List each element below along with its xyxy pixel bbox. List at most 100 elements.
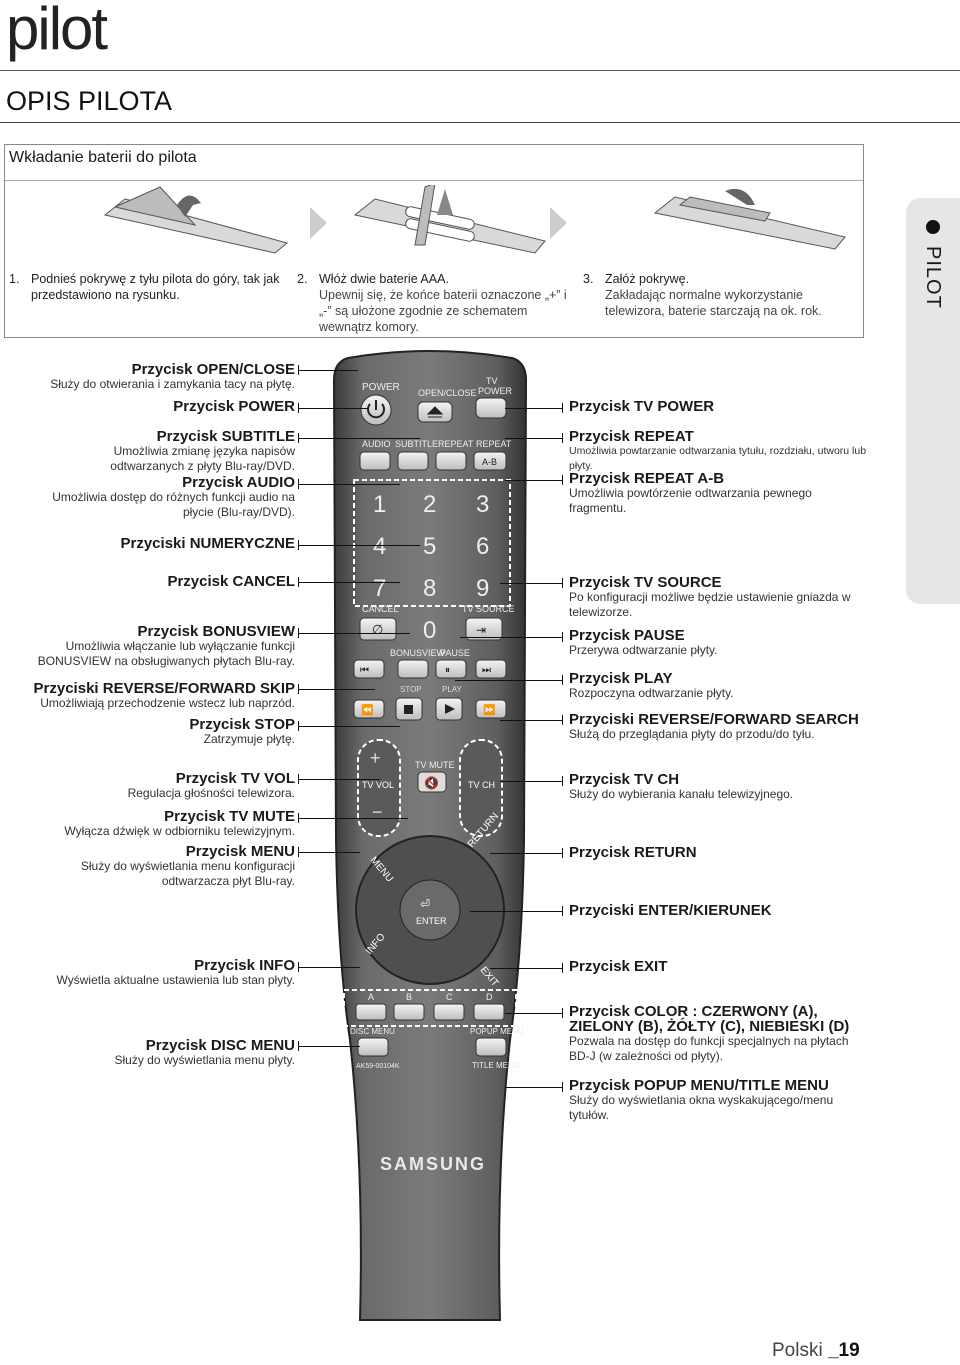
leader-line [298,438,420,439]
remote-insert-batteries-image [353,185,546,254]
color-d-button[interactable] [473,1003,505,1021]
leader-tick [562,433,563,443]
disc-menu-label: DISC MENU [350,1027,395,1036]
tv-mute-button[interactable] [417,771,447,793]
repeat-ab-button[interactable] [473,451,507,471]
leader-line [470,911,562,912]
tv-power-button[interactable] [475,397,507,419]
label-desc: Służy do wybierania kanału telewizyjnego… [569,787,794,801]
leader-line [500,583,562,584]
leader-line [298,484,400,485]
leader-line [298,689,375,690]
label-color: Przycisk COLOR : CZERWONY (A), ZIELONY (… [569,1004,869,1064]
brand-logo: SAMSUNG [380,1154,486,1174]
bonusview-button[interactable] [397,659,429,679]
digit-3[interactable]: 3 [476,491,489,518]
leader-tick [562,776,563,786]
step-text: Włóż dwie baterie AAA. [319,272,449,286]
tv-vol-rocker[interactable] [357,739,401,837]
input-source-icon: ⇥ [476,623,486,637]
audio-button[interactable] [359,451,391,471]
stop-label: STOP [400,685,422,694]
leader-tick [298,628,299,638]
label-title: Przyciski NUMERYCZNE [120,535,296,552]
label-title: Przycisk BONUSVIEW [137,623,295,640]
cancel-button[interactable] [359,617,397,641]
step-number: 3. [583,272,594,286]
color-c-button[interactable] [433,1003,465,1021]
leader-tick [562,715,563,725]
leader-line [298,967,360,968]
leader-line [505,438,562,439]
digit-6[interactable]: 6 [476,533,489,560]
popup-menu-button[interactable] [475,1037,507,1057]
bullet-icon [926,220,940,234]
repeat-ab-text: A-B [482,457,497,467]
step-text: Załóż pokrywę. [605,272,690,286]
leader-tick [562,1082,563,1092]
color-a-label: A [368,992,374,1002]
leader-line [298,779,380,780]
cancel-label: CANCEL [362,604,399,614]
digit-2[interactable]: 2 [423,491,436,518]
label-desc: Przerywa odtwarzanie płyty. [569,643,718,657]
label-desc: Służy do wyświetlania menu płyty. [114,1053,295,1067]
label-desc: Umożliwia powtórzenie odtwarzania pewneg… [569,486,812,515]
digit-7[interactable]: 7 [373,575,386,602]
digit-5[interactable]: 5 [423,533,436,560]
digit-8[interactable]: 8 [423,575,436,602]
tv-power-label-top: TV [486,376,498,386]
leader-tick [298,403,299,413]
digit-4[interactable]: 4 [373,533,386,560]
skip-forward-button[interactable] [475,659,507,679]
repeat-label: REPEAT [438,439,474,449]
pause-button[interactable] [435,659,467,679]
skip-back-button[interactable] [353,659,385,679]
step-body: Włóż dwie baterie AAA. Upewnij się, że k… [319,271,577,335]
color-c-label: C [446,992,453,1002]
color-b-button[interactable] [393,1003,425,1021]
leader-line [298,818,408,819]
color-a-button[interactable] [355,1003,387,1021]
label-title: Przycisk PLAY [569,670,673,687]
enter-icon: ⏎ [420,897,430,911]
label-title: Przycisk COLOR : CZERWONY (A), ZIELONY (… [569,1003,850,1035]
step-number: 1. [9,272,20,286]
digit-1[interactable]: 1 [373,491,386,518]
fast-forward-button[interactable] [475,699,507,719]
play-label: PLAY [442,685,463,694]
digit-0[interactable]: 0 [423,617,436,644]
leader-line [298,726,400,727]
battery-heading: Wkładanie baterii do pilota [5,145,863,181]
tv-source-button[interactable] [465,617,503,641]
leader-line [505,480,562,481]
step-body: Załóż pokrywę. Zakładając normalne wykor… [605,271,855,319]
disc-menu-button[interactable] [357,1037,389,1057]
tv-source-label: TV SOURCE [462,604,515,614]
repeat-button[interactable] [435,451,467,471]
stop-icon [404,705,413,714]
tv-ch-rocker[interactable] [459,739,503,837]
page-number: _19 [827,1340,860,1361]
leader-line [490,853,562,854]
step-subtext: Zakładając normalne wykorzystanie telewi… [605,288,822,318]
rewind-button[interactable] [353,699,385,719]
tv-vol-label: TV VOL [362,780,394,790]
minus-icon: − [372,802,383,822]
subtitle-button[interactable] [397,451,429,471]
enter-button[interactable] [399,879,461,941]
digit-9[interactable]: 9 [476,575,489,602]
title-rule [0,122,960,123]
play-icon [445,704,455,714]
leader-tick [562,906,563,916]
leader-tick [298,540,299,550]
numeric-highlight [353,479,511,607]
leader-line [500,720,562,721]
label-desc: Służą do przeglądania płyty do przodu/do… [569,727,815,741]
leader-tick [562,1008,563,1018]
label-desc: Służy do wyświetlania okna wyskakującego… [569,1093,834,1122]
